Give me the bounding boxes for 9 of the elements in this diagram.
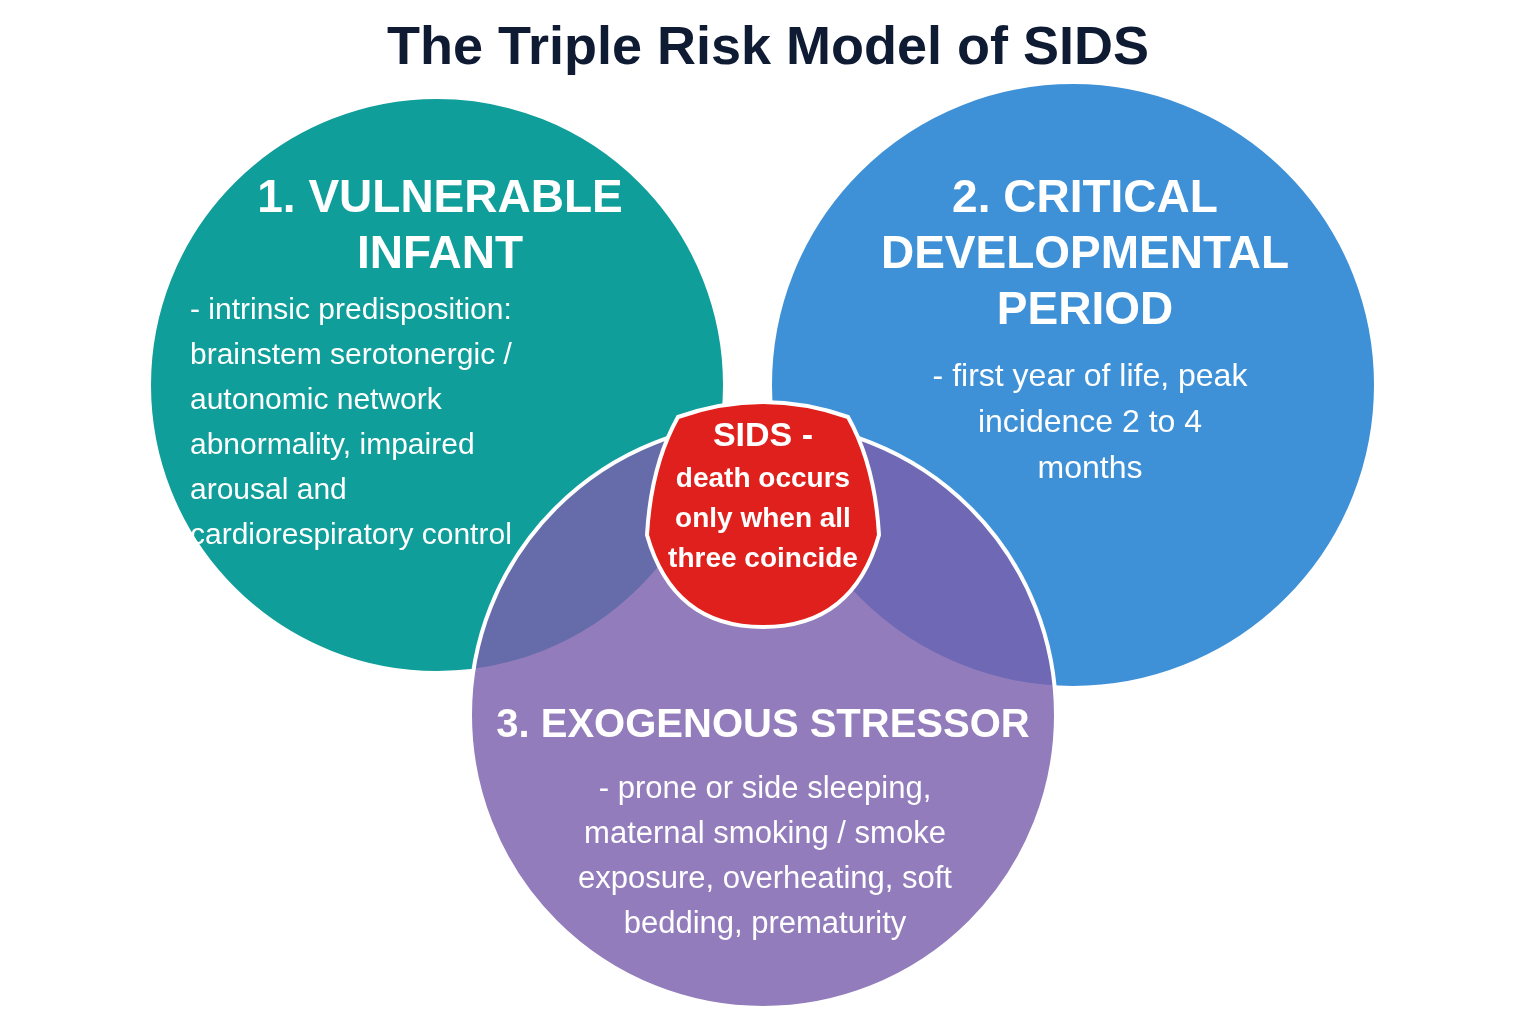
circle-heading: SIDS -	[711, 414, 815, 455]
circle-heading: 3. EXOGENOUS STRESSOR	[495, 700, 1031, 747]
circle-description: - intrinsic predisposition: brainstem serotonergic / autonomic network abnormality, impaired arousal and cardiorespiratory control	[190, 291, 513, 552]
circle-heading: 1. VULNERABLE INFANT	[256, 169, 624, 280]
circle-description: death occurs only when all three coincide	[667, 461, 859, 575]
circle-description: - first year of life, peak incidence 2 to 4 months	[931, 356, 1249, 487]
diagram-title: The Triple Risk Model of SIDS	[385, 14, 1151, 76]
circle-heading: 2. CRITICAL DEVELOPMENTAL PERIOD	[879, 169, 1291, 336]
circle-description: - prone or side sleeping, maternal smoking / smoke exposure, overheating, soft bedding, prematurity	[577, 769, 953, 942]
